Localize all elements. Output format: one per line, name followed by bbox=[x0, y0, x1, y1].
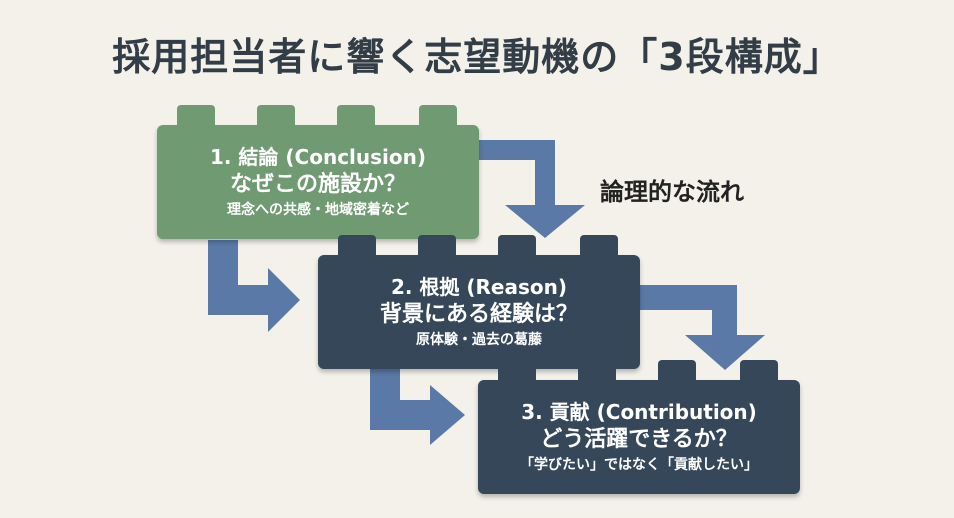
arrow-1-to-2-left bbox=[208, 240, 300, 332]
block-question: 背景にある経験は？ bbox=[379, 301, 578, 327]
block-heading: 1. 結論 (Conclusion) bbox=[209, 144, 427, 169]
block-contribution: 3. 貢献 (Contribution) どう活躍できるか？ 「学びたい」ではな… bbox=[478, 360, 800, 494]
page-title: 採用担当者に響く志望動機の「3段構成」 bbox=[112, 35, 842, 79]
block-detail: 「学びたい」ではなく「貢献したい」 bbox=[520, 456, 758, 473]
block-detail: 原体験・過去の葛藤 bbox=[416, 331, 542, 348]
block-question: なぜこの施設か？ bbox=[229, 171, 406, 197]
block-conclusion: 1. 結論 (Conclusion) なぜこの施設か？ 理念への共感・地域密着な… bbox=[157, 105, 479, 239]
block-heading: 3. 貢献 (Contribution) bbox=[521, 399, 757, 424]
arrow-2-to-3-left bbox=[370, 368, 465, 445]
block-reason: 2. 根拠 (Reason) 背景にある経験は？ 原体験・過去の葛藤 bbox=[318, 235, 640, 369]
arrow-2-to-3-right bbox=[640, 285, 765, 370]
block-question: どう活躍できるか？ bbox=[540, 426, 738, 452]
flow-label: 論理的な流れ bbox=[600, 178, 744, 206]
block-heading: 2. 根拠 (Reason) bbox=[390, 274, 568, 299]
block-detail: 理念への共感・地域密着など bbox=[227, 201, 409, 218]
arrow-1-to-2-right bbox=[478, 140, 585, 238]
